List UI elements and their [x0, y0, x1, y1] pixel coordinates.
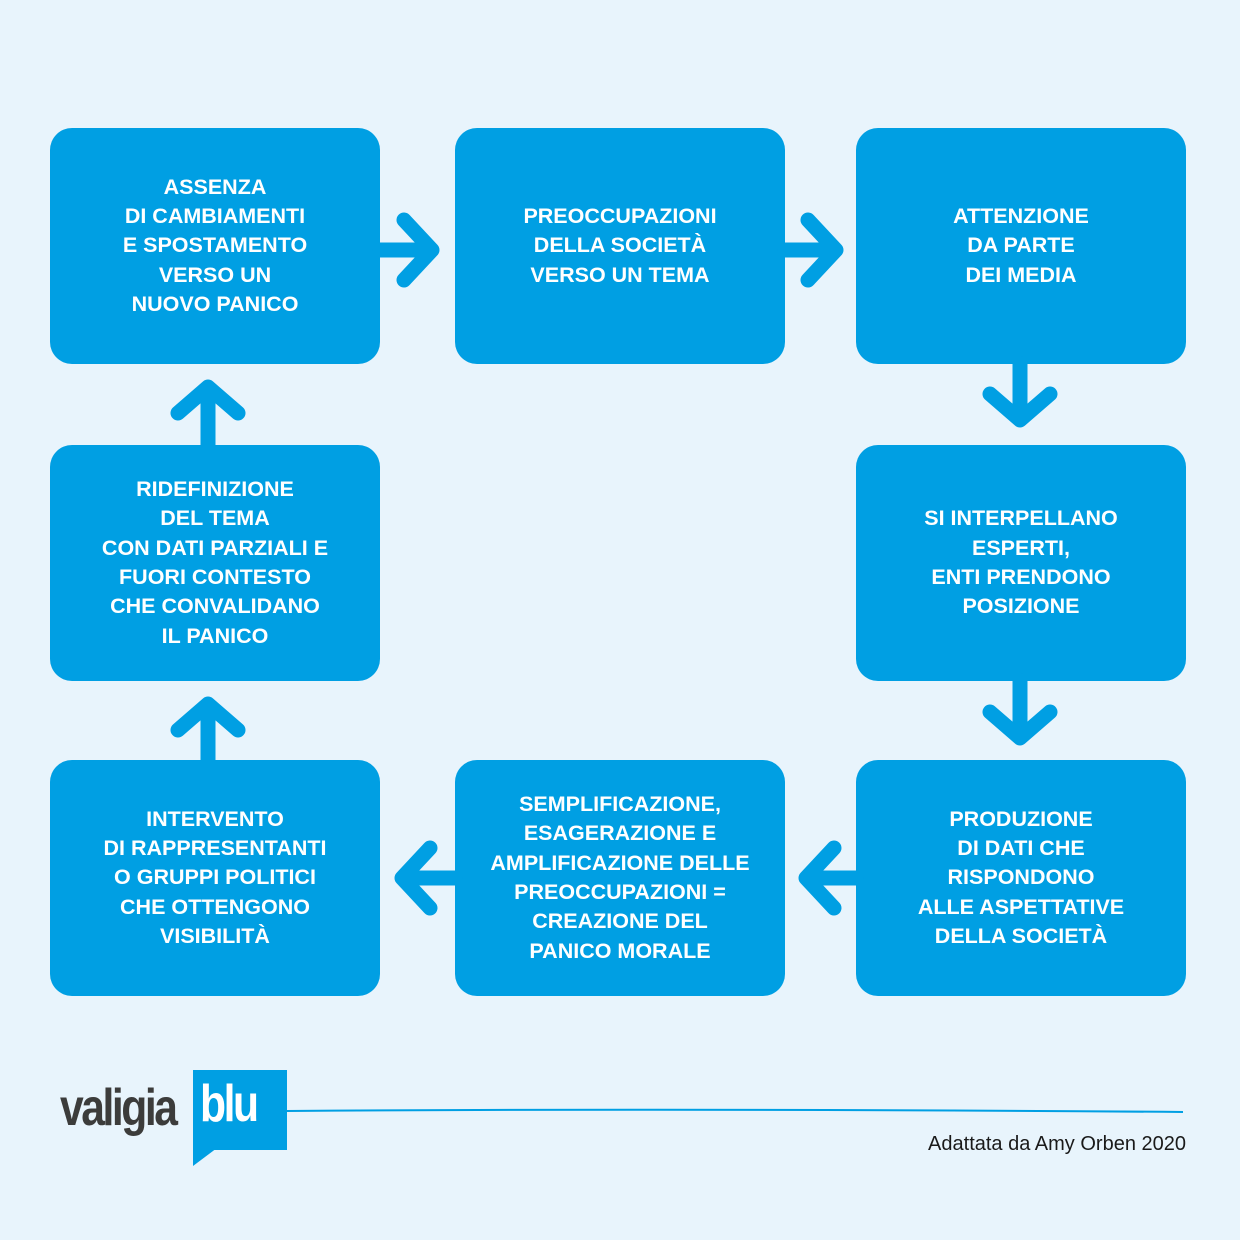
step-6-text: SEMPLIFICAZIONE, ESAGERAZIONE E AMPLIFIC…	[490, 792, 750, 963]
step-8-text: RIDEFINIZIONE DEL TEMA CON DATI PARZIALI…	[101, 477, 329, 648]
arrow-up-icon	[170, 696, 246, 768]
step-7-box: INTERVENTO DI RAPPRESENTANTI O GRUPPI PO…	[50, 760, 380, 996]
arrow-down-icon	[982, 356, 1058, 428]
logo-text-blu: blu	[200, 1075, 259, 1133]
step-8-box: RIDEFINIZIONE DEL TEMA CON DATI PARZIALI…	[50, 445, 380, 681]
step-6-box: SEMPLIFICAZIONE, ESAGERAZIONE E AMPLIFIC…	[455, 760, 785, 996]
step-1-text: ASSENZA DI CAMBIAMENTI E SPOSTAMENTO VER…	[122, 174, 308, 316]
arrow-down-icon	[982, 673, 1058, 746]
step-3-text: ATTENZIONE DA PARTE DEI MEDIA	[953, 204, 1089, 287]
arrow-left-icon	[798, 840, 864, 916]
logo-bubble	[193, 1070, 287, 1150]
arrow-up-icon	[170, 379, 246, 453]
logo-text-valigia: valigia	[60, 1079, 178, 1137]
step-7-text: INTERVENTO DI RAPPRESENTANTI O GRUPPI PO…	[103, 806, 327, 948]
footer-divider	[286, 1108, 1184, 1113]
step-1-box: ASSENZA DI CAMBIAMENTI E SPOSTAMENTO VER…	[50, 128, 380, 364]
logo-bubble-tail	[193, 1148, 217, 1166]
step-5-box: PRODUZIONE DI DATI CHE RISPONDONO ALLE A…	[856, 760, 1186, 996]
step-5-text: PRODUZIONE DI DATI CHE RISPONDONO ALLE A…	[917, 806, 1125, 948]
valigia-blu-logo: valigia blu	[60, 1070, 290, 1170]
arrow-right-icon	[372, 212, 440, 288]
step-2-box: PREOCCUPAZIONI DELLA SOCIETÀ VERSO UN TE…	[455, 128, 785, 364]
arrow-right-icon	[777, 212, 844, 288]
step-4-text: SI INTERPELLANO ESPERTI, ENTI PRENDONO P…	[924, 506, 1118, 619]
step-3-box: ATTENZIONE DA PARTE DEI MEDIA	[856, 128, 1186, 364]
step-4-box: SI INTERPELLANO ESPERTI, ENTI PRENDONO P…	[856, 445, 1186, 681]
step-2-text: PREOCCUPAZIONI DELLA SOCIETÀ VERSO UN TE…	[523, 204, 717, 287]
arrow-left-icon	[394, 840, 463, 916]
source-caption: Adattata da Amy Orben 2020	[928, 1133, 1186, 1155]
